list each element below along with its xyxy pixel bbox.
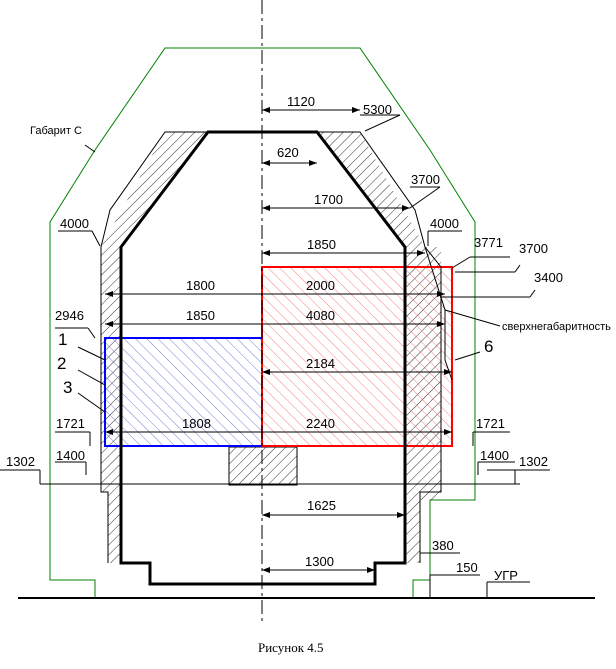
outer-outline — [100, 131, 442, 563]
dim-3771: 3771 — [474, 235, 503, 250]
dim-5300: 5300 — [363, 102, 392, 117]
dim-1300: 1300 — [305, 554, 334, 569]
dim-620: 620 — [277, 145, 299, 160]
dim-1120: 1120 — [287, 94, 315, 109]
label-oversize: сверхнегабаритность — [502, 321, 611, 333]
dim-3700-top: 3700 — [411, 172, 440, 187]
dim-150: 150 — [456, 560, 478, 575]
zone-number-6: 6 — [484, 337, 493, 356]
zone-number-2: 2 — [57, 354, 66, 373]
dim-3700-right: 3700 — [519, 241, 548, 256]
dim-1302-right: 1302 — [519, 454, 548, 469]
right-roof-wall — [317, 132, 425, 247]
dim-1400-right: 1400 — [480, 448, 509, 463]
dim-4080: 4080 — [306, 308, 335, 323]
right-slope-detail — [424, 246, 453, 381]
dim-1800: 1800 — [186, 278, 215, 293]
zone-number-1: 1 — [58, 330, 67, 349]
dim-1808: 1808 — [182, 416, 211, 431]
left-foundation — [108, 492, 121, 563]
center-block — [228, 446, 298, 486]
right-foundation — [405, 492, 441, 563]
left-roof-wall — [101, 132, 208, 247]
figure-caption: Рисунок 4.5 — [258, 640, 324, 655]
zone-number-3: 3 — [63, 378, 72, 397]
blue-zone — [104, 337, 262, 447]
dim-4000-right: 4000 — [430, 216, 459, 231]
dimension-lines — [0, 109, 550, 598]
dim-1721-left: 1721 — [56, 416, 85, 431]
dim-1700: 1700 — [314, 192, 343, 207]
dim-3400: 3400 — [534, 270, 563, 285]
dim-380: 380 — [432, 538, 454, 553]
dim-1850-top: 1850 — [307, 237, 336, 252]
dim-2000: 2000 — [306, 278, 335, 293]
dim-1721-right: 1721 — [476, 416, 505, 431]
arrow-ticks — [105, 107, 452, 573]
label-gabarit-c: Габарит С — [30, 125, 82, 137]
dim-2240: 2240 — [306, 416, 335, 431]
dim-4000-left: 4000 — [60, 216, 89, 231]
dim-1625: 1625 — [307, 498, 336, 513]
dim-1850-mid: 1850 — [186, 308, 215, 323]
dim-1302-left: 1302 — [6, 454, 35, 469]
blue-zone-fill — [105, 338, 262, 446]
label-ugr: УГР — [494, 568, 518, 583]
red-zone-fill — [262, 267, 452, 446]
dim-2946: 2946 — [55, 308, 84, 323]
dim-1400-left: 1400 — [56, 448, 85, 463]
gauge-c-outline — [49, 47, 476, 598]
dim-2184: 2184 — [306, 356, 335, 371]
